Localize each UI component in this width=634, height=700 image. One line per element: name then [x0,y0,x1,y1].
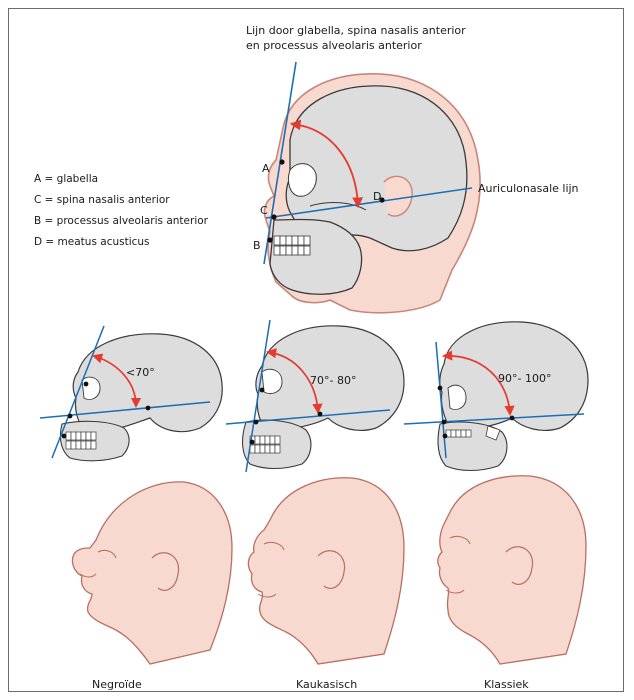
label-point-b: B [253,239,261,252]
face-caucasian [248,478,404,664]
skull-classic-angle: 90°- 100° [498,372,551,385]
face-negroid-silhouette [72,482,232,664]
skull-negroid [40,326,222,461]
point-c [271,214,276,219]
skull-negroid-point-d [146,406,151,411]
skull-classic-point-c [442,420,447,425]
skull-negroid-point-a [84,382,89,387]
legend-item-c: C = spina nasalis anterior [34,194,170,206]
skull-caucasian-point-b [250,440,255,445]
skull-caucasian-point-d [318,412,323,417]
skull-caucasian-point-c [254,420,259,425]
main-head-figure [264,62,480,313]
top-label-line2: en processus alveolaris anterior [246,39,422,52]
skull-negroid-point-b [62,434,67,439]
skull-caucasian-angle: 70°- 80° [310,374,356,387]
label-point-c: C [260,204,268,217]
point-b [267,237,272,242]
legend-item-a: A = glabella [34,173,98,185]
skull-classic [404,322,588,471]
legend: A = glabella C = spina nasalis anterior … [34,173,209,248]
face-caucasian-silhouette [248,478,404,664]
skull-caucasian-orbit [262,369,282,393]
caption-classic: Klassiek [484,678,529,691]
top-label-line1: Lijn door glabella, spina nasalis anteri… [246,24,466,37]
legend-item-b: B = processus alveolaris anterior [34,215,209,227]
caption-negroid: Negroïde [92,678,142,691]
skull-classic-point-a [438,386,443,391]
auriculonasal-label: Auriculonasale lijn [478,182,579,195]
skull-classic-point-d [510,416,515,421]
skull-caucasian [226,320,404,472]
skull-classic-orbit [448,385,466,409]
legend-item-d: D = meatus acusticus [34,236,150,248]
label-point-a: A [262,162,270,175]
skull-negroid-angle: <70° [126,366,155,379]
point-a [279,159,284,164]
skull-classic-point-b [443,434,448,439]
skull-negroid-point-c [68,414,73,419]
skull-negroid-orbit [82,377,100,399]
face-classic-silhouette [438,476,586,664]
face-classic [438,476,586,664]
skull-caucasian-point-a [260,388,265,393]
face-negroid [72,482,232,664]
caption-caucasian: Kaukasisch [296,678,357,691]
skull-classic-teeth [446,430,471,437]
label-point-d: D [373,190,381,203]
